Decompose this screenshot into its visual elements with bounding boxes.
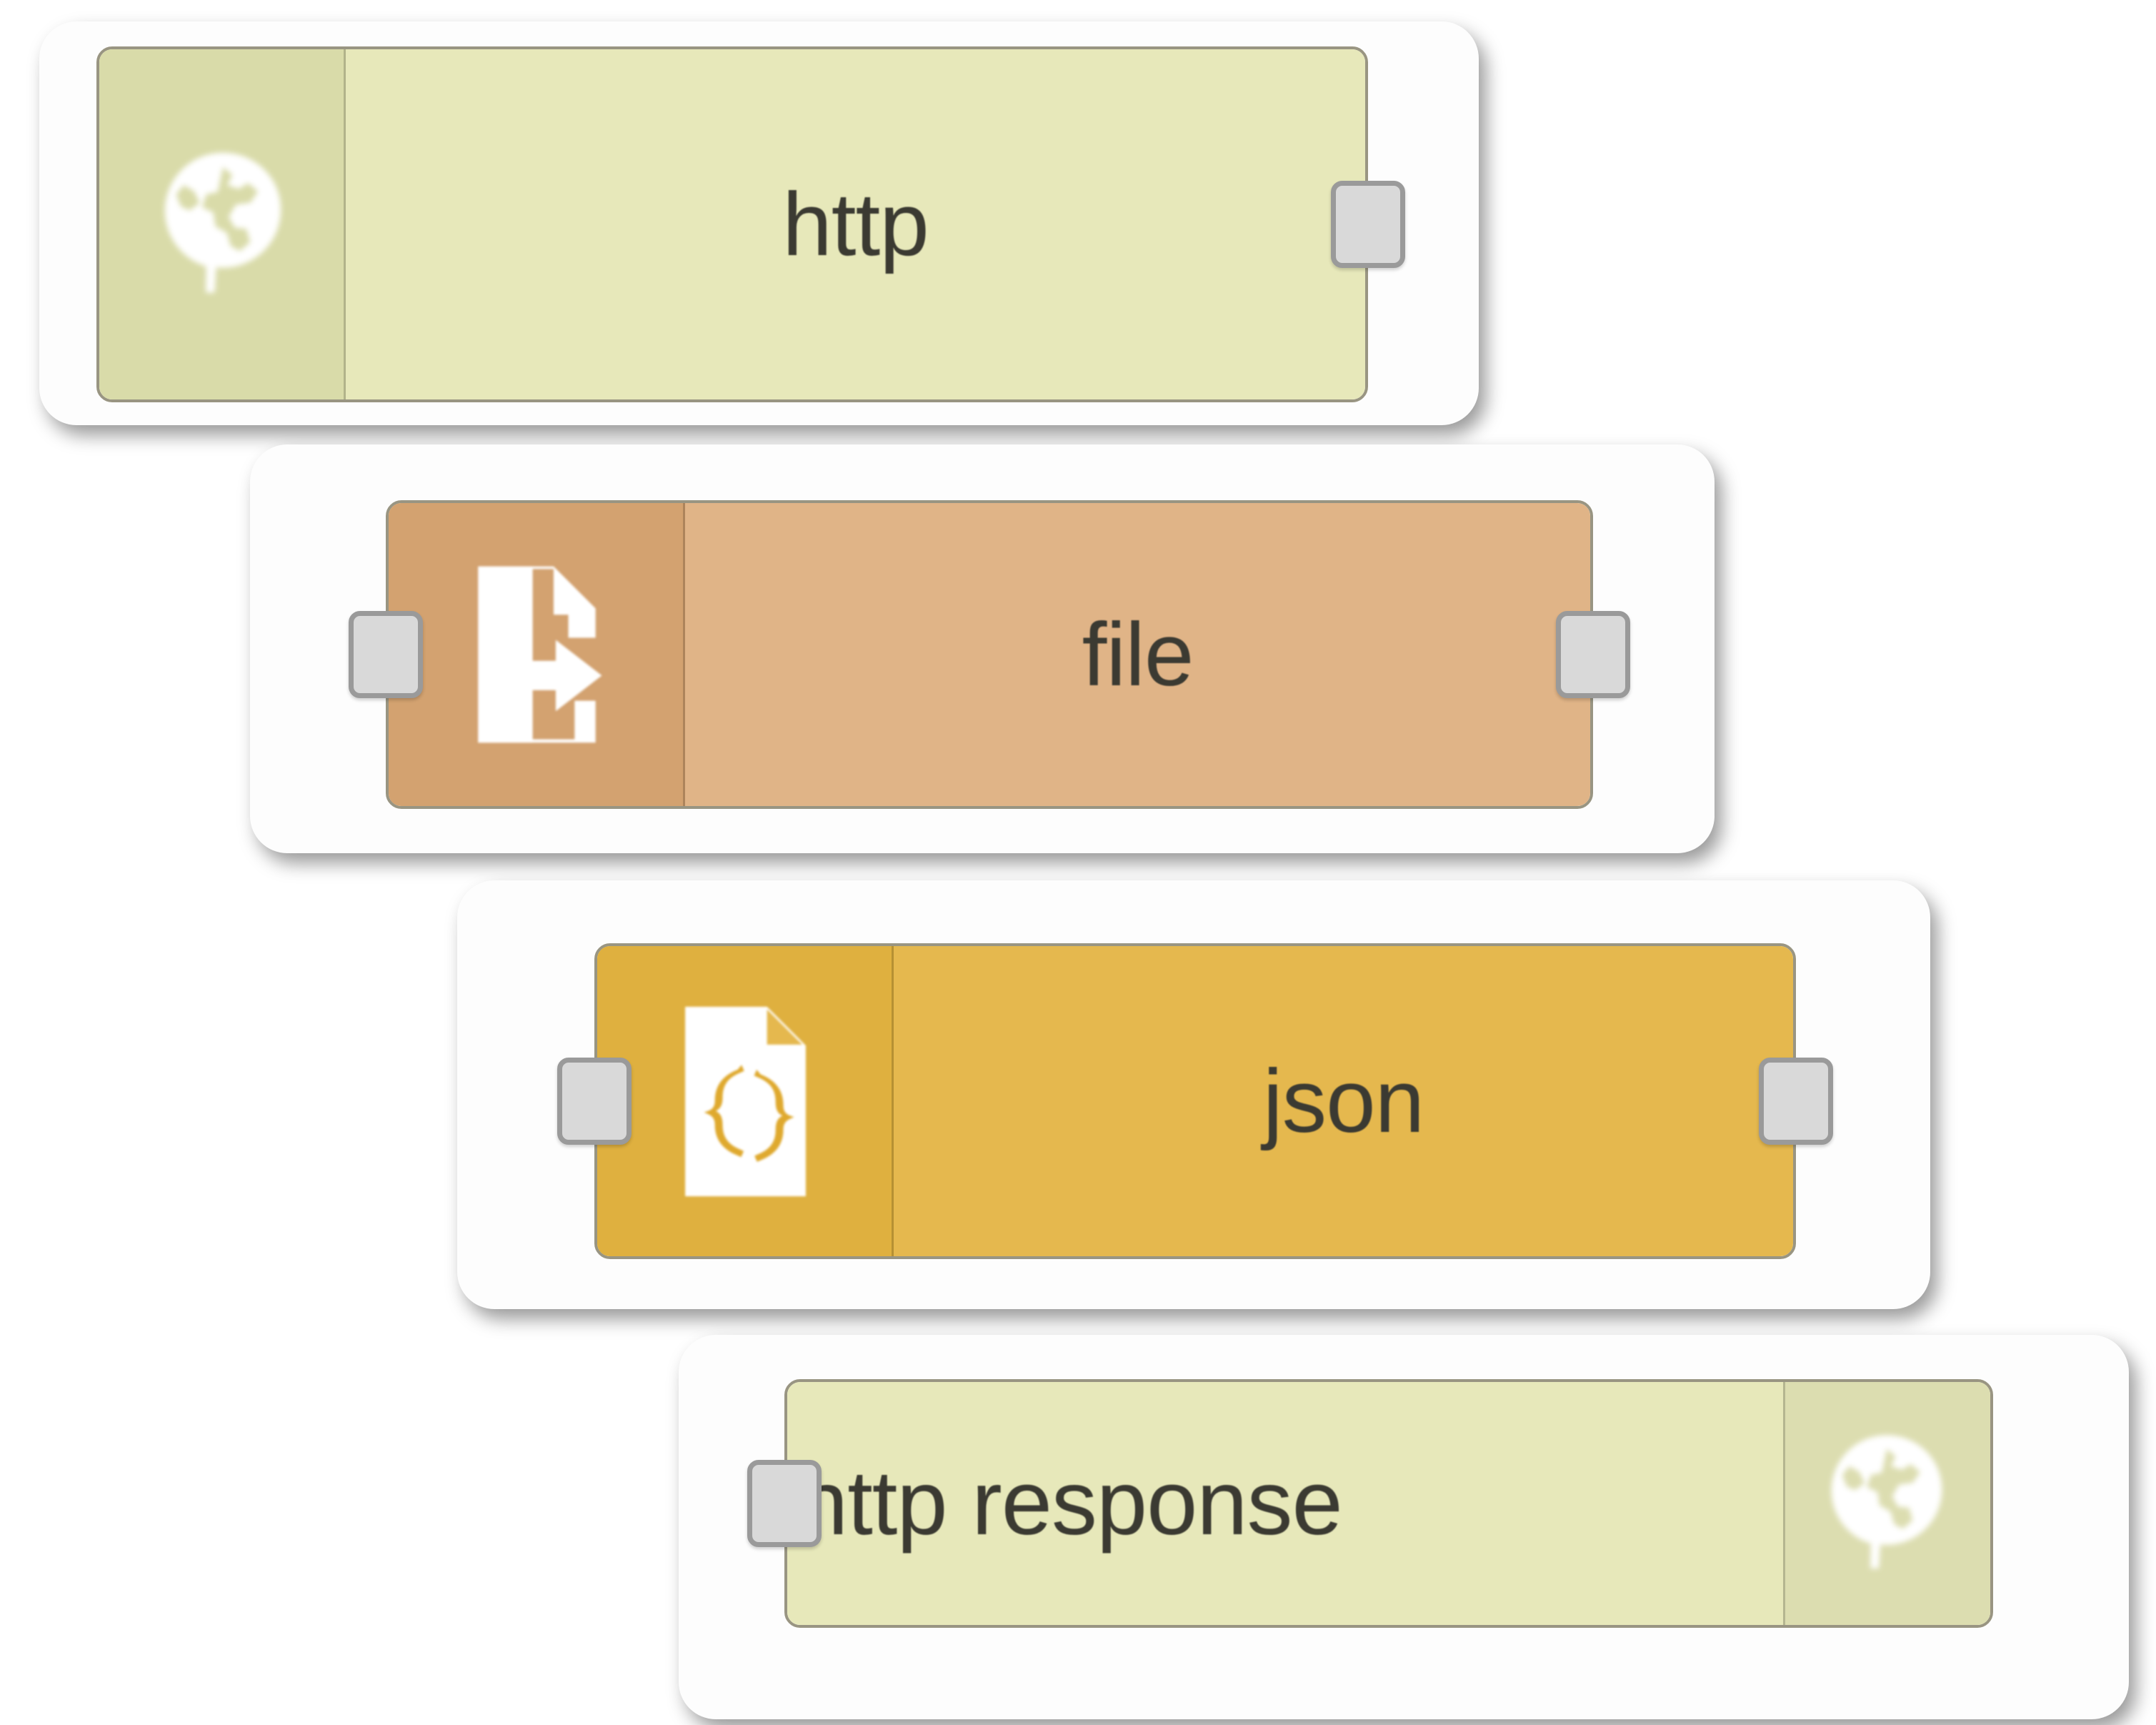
node-file-label-cell: file [685, 503, 1590, 806]
node-file-body: file [389, 503, 1590, 806]
node-card-file: file [250, 444, 1715, 853]
node-http-response-icon-cell [1783, 1382, 1990, 1625]
output-port[interactable] [1331, 181, 1405, 268]
node-http-in[interactable]: http [96, 46, 1405, 402]
node-json-label-cell: json [894, 946, 1793, 1256]
node-card-json: json [457, 880, 1930, 1309]
globe-icon [1815, 1425, 1958, 1582]
node-json[interactable]: json [557, 943, 1833, 1259]
input-port[interactable] [349, 611, 423, 698]
icon-divider [892, 946, 894, 1256]
node-label: http [782, 174, 929, 274]
node-card-http: http [39, 21, 1479, 425]
node-card-http-response: http response [679, 1335, 2129, 1719]
file-arrow-icon [460, 558, 614, 751]
output-port[interactable] [1556, 611, 1630, 698]
node-http-response[interactable]: http response [747, 1379, 1993, 1628]
node-json-body: json [597, 946, 1793, 1256]
input-port[interactable] [557, 1058, 632, 1145]
node-label: json [1262, 1051, 1424, 1151]
node-http-response-body: http response [787, 1382, 1990, 1625]
output-port[interactable] [1759, 1058, 1833, 1145]
node-http-in-label-cell: http [346, 49, 1365, 399]
globe-icon [148, 142, 298, 307]
input-port[interactable] [747, 1460, 822, 1547]
node-file-icon-cell [389, 503, 685, 806]
icon-divider [344, 49, 346, 399]
node-http-response-label-cell: http response [787, 1382, 1783, 1625]
node-http-in-body: http [99, 49, 1365, 399]
node-file[interactable]: file [349, 500, 1630, 809]
node-http-in-icon-cell [99, 49, 346, 399]
node-label: file [1082, 605, 1194, 705]
json-braces-icon [672, 1000, 819, 1203]
node-json-icon-cell [597, 946, 894, 1256]
icon-divider [1783, 1382, 1785, 1625]
node-label: http response [797, 1452, 1343, 1554]
icon-divider [683, 503, 685, 806]
